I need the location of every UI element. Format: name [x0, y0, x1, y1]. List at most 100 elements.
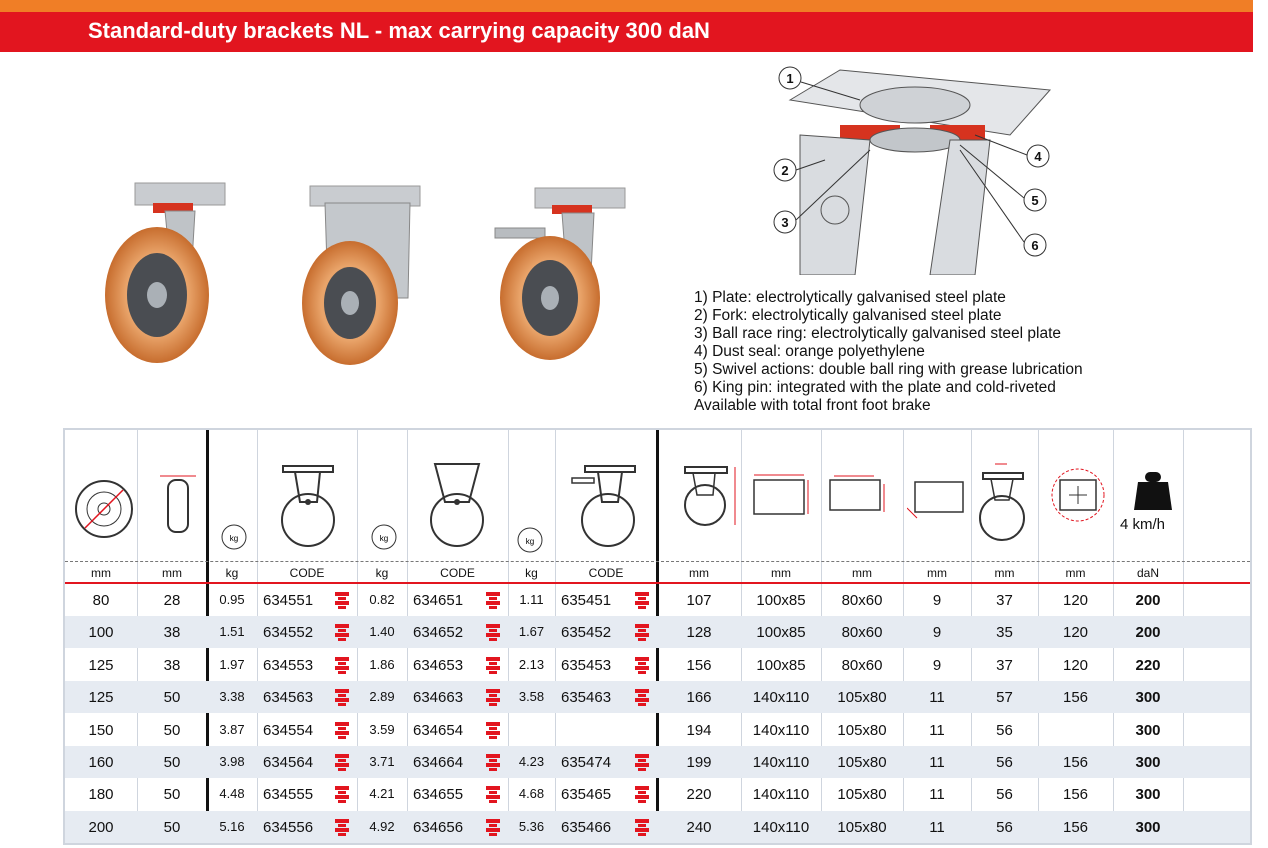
- unit-label: kg: [525, 566, 538, 580]
- table-cell: 80x60: [841, 656, 883, 674]
- table-cell: 50: [163, 754, 181, 771]
- table-cell: 80: [92, 592, 110, 609]
- unit-label: kg: [225, 566, 239, 580]
- svg-text:kg: kg: [230, 534, 238, 543]
- legend-line: 6) King pin: integrated with the plate a…: [694, 379, 1056, 396]
- table-cell: 50: [163, 689, 181, 707]
- order-code-icon: [635, 592, 649, 609]
- unit-label: mm: [689, 566, 709, 580]
- order-code-icon: [486, 624, 500, 642]
- table-cell: 4.48: [219, 786, 245, 802]
- table-cell: 0.82: [369, 592, 395, 607]
- hole-spacing-icon: [829, 475, 885, 512]
- wheel-diameter-icon: [75, 480, 133, 538]
- swivel-radius-icon: [1051, 468, 1105, 522]
- table-cell: 9: [932, 624, 942, 642]
- unit-label: CODE: [588, 566, 624, 580]
- order-code-icon: [635, 818, 649, 836]
- table-cell: 50: [163, 818, 181, 836]
- table-cell: 9: [932, 592, 942, 609]
- code-cell: 634552: [263, 624, 314, 642]
- table-cell: 156: [686, 656, 712, 674]
- fixed-bracket-icon: [430, 463, 484, 547]
- table-cell: 56: [996, 754, 1013, 771]
- table-cell: 3.87: [219, 721, 245, 737]
- order-code-icon: [335, 592, 349, 609]
- table-cell: 220: [686, 786, 712, 804]
- table-cell: 57: [996, 689, 1013, 707]
- table-cell: 194: [686, 721, 712, 739]
- order-code-icon: [486, 656, 500, 674]
- table-cell: 0.95: [219, 592, 245, 607]
- header-divider: [65, 582, 1250, 584]
- speed-label: 4 km/h: [1120, 516, 1166, 533]
- order-code-icon: [635, 689, 649, 707]
- component-legend: 1) Plate: electrolytically galvanised st…: [694, 289, 1083, 415]
- table-cell: 240: [686, 818, 712, 836]
- offset-icon: [979, 463, 1025, 541]
- code-cell: 635463: [561, 689, 612, 707]
- table-cell: 180: [88, 786, 114, 804]
- order-code-icon: [486, 592, 500, 609]
- order-code-icon: [335, 754, 349, 771]
- code-cell: 634651: [413, 592, 464, 609]
- table-cell: 3.71: [369, 754, 395, 769]
- capacity-cell: 300: [1135, 818, 1161, 836]
- table-cell: 3.59: [369, 721, 395, 737]
- order-code-icon: [486, 689, 500, 707]
- unit-label: mm: [771, 566, 791, 580]
- table-cell: 140x110: [752, 786, 810, 804]
- order-code-icon: [486, 786, 500, 804]
- weight-icon: kg: [221, 524, 247, 550]
- table-cell: 120: [1062, 656, 1089, 674]
- table-cell: 38: [163, 656, 181, 674]
- table-cell: 4.68: [518, 786, 545, 802]
- table-cell: 156: [1062, 689, 1089, 707]
- weight-icon: kg: [371, 524, 397, 550]
- order-code-icon: [635, 786, 649, 804]
- table-cell: 35: [996, 624, 1013, 642]
- legend-line: 2) Fork: electrolytically galvanised ste…: [694, 307, 1002, 324]
- order-code-icon: [335, 721, 349, 739]
- capacity-cell: 300: [1135, 689, 1161, 707]
- table-cell: 107: [686, 592, 712, 609]
- capacity-cell: 300: [1135, 721, 1161, 739]
- code-cell: 635466: [561, 818, 612, 836]
- table-cell: 105x80: [837, 689, 887, 707]
- table-cell: 100x85: [756, 656, 806, 674]
- code-cell: 635465: [561, 786, 612, 804]
- code-cell: 634655: [413, 786, 464, 804]
- table-cell: 50: [163, 786, 181, 804]
- code-cell: 634554: [263, 721, 314, 739]
- table-cell: 156: [1062, 786, 1089, 804]
- unit-label: mm: [852, 566, 872, 580]
- table-cell: 5.16: [219, 818, 245, 834]
- table-cell: 38: [163, 624, 181, 642]
- table-cell: 160: [88, 754, 114, 771]
- code-cell: 634664: [413, 754, 464, 771]
- legend-note: Available with total front foot brake: [694, 397, 931, 414]
- table-cell: 105x80: [837, 786, 887, 804]
- table-cell: 56: [996, 818, 1013, 836]
- weight-icon: kg: [517, 527, 543, 553]
- capacity-cell: 200: [1135, 592, 1161, 609]
- order-code-icon: [486, 818, 500, 836]
- legend-line: 3) Ball race ring: electrolytically galv…: [694, 325, 1062, 342]
- overall-height-icon: [684, 466, 736, 526]
- table-cell: 100x85: [756, 624, 806, 642]
- unit-label: mm: [91, 566, 111, 580]
- table-cell: 4.23: [518, 754, 545, 769]
- code-cell: 634556: [263, 818, 314, 836]
- table-cell: 156: [1062, 754, 1089, 771]
- table-cell: 1.97: [219, 656, 245, 672]
- unit-label: mm: [1065, 566, 1086, 580]
- callout-6: 6: [1031, 238, 1038, 253]
- code-cell: 634652: [413, 624, 464, 642]
- code-cell: 634553: [263, 656, 314, 674]
- table-cell: 2.89: [369, 689, 395, 705]
